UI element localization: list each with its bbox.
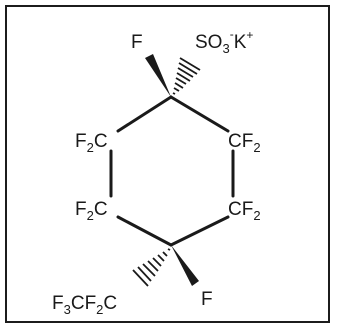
- atom-label-cf2-bottom-right: CF2: [228, 199, 261, 223]
- atom-label-bottom-f: F: [201, 289, 213, 310]
- bond-c4-c5: [116, 215, 173, 247]
- sulfonate-label: SO3-K+: [195, 27, 253, 56]
- figure-frame: [5, 5, 330, 323]
- wedge-bond-c1-f: [145, 54, 171, 97]
- atom-label-f2c-top-left: F2C: [75, 131, 108, 155]
- atom-label-f2c-bottom-left: F2C: [75, 199, 108, 223]
- hashed-bond-c4-side-chain: [132, 248, 171, 287]
- bond-c1-c2: [169, 95, 230, 133]
- hashed-bond-c1-so3: [172, 57, 201, 95]
- bond-c3-c4: [169, 215, 230, 247]
- atom-label-top-f: F: [131, 32, 143, 53]
- wedge-bond-c4-f: [171, 245, 199, 286]
- atom-label-pentafluoroethyl: F3CF2C: [52, 293, 117, 317]
- atom-label-cf2-top-right: CF2: [228, 131, 261, 155]
- bond-c6-c1: [116, 95, 173, 133]
